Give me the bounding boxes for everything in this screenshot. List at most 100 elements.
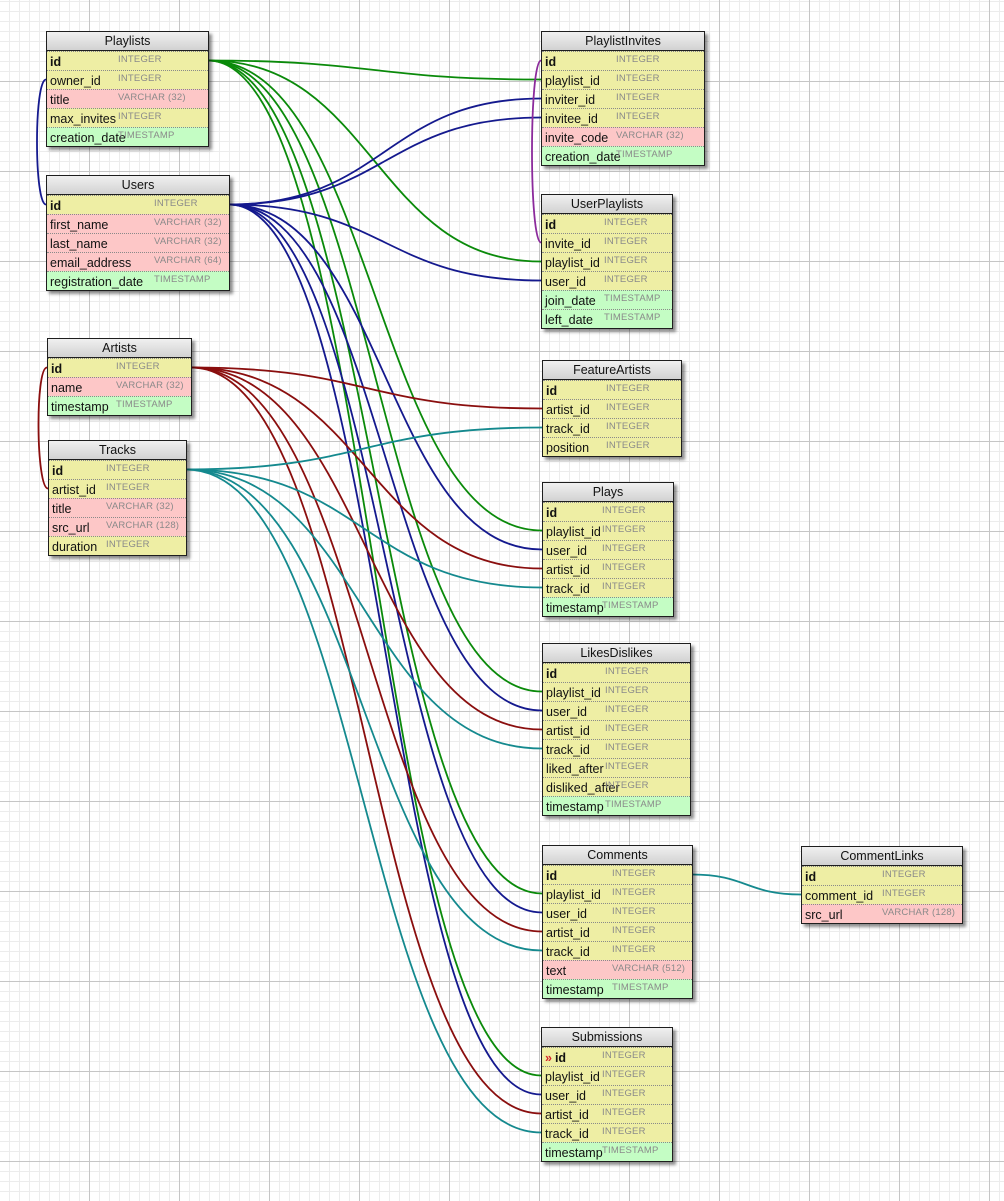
field-type: INTEGER [118,54,162,65]
table-title[interactable]: Submissions [542,1028,672,1047]
relation-line [228,116,542,206]
field-name: artist_id [546,724,590,738]
field-name: track_id [546,582,590,596]
table-title[interactable]: Artists [48,339,191,358]
table-title[interactable]: UserPlaylists [542,195,672,214]
table-title[interactable]: Plays [543,483,673,502]
table-title[interactable]: LikesDislikes [543,644,690,663]
table-title[interactable]: Tracks [49,441,186,460]
field-name: timestamp [545,1146,603,1160]
field-name: registration_date [50,275,144,289]
table-title[interactable]: CommentLinks [802,847,962,866]
table-title[interactable]: FeatureArtists [543,361,681,380]
field-name: id [51,362,63,376]
table-title[interactable]: Users [47,176,229,195]
field-type: INTEGER [605,742,649,753]
field-row[interactable]: track_id INTEGER [543,578,673,597]
field-name: playlist_id [545,256,600,270]
table-title[interactable]: Comments [543,846,692,865]
field-type: TIMESTAMP [118,130,175,141]
table-title[interactable]: PlaylistInvites [542,32,704,51]
table-title[interactable]: Playlists [47,32,208,51]
field-type: INTEGER [602,581,646,592]
field-name: src_url [805,908,843,922]
